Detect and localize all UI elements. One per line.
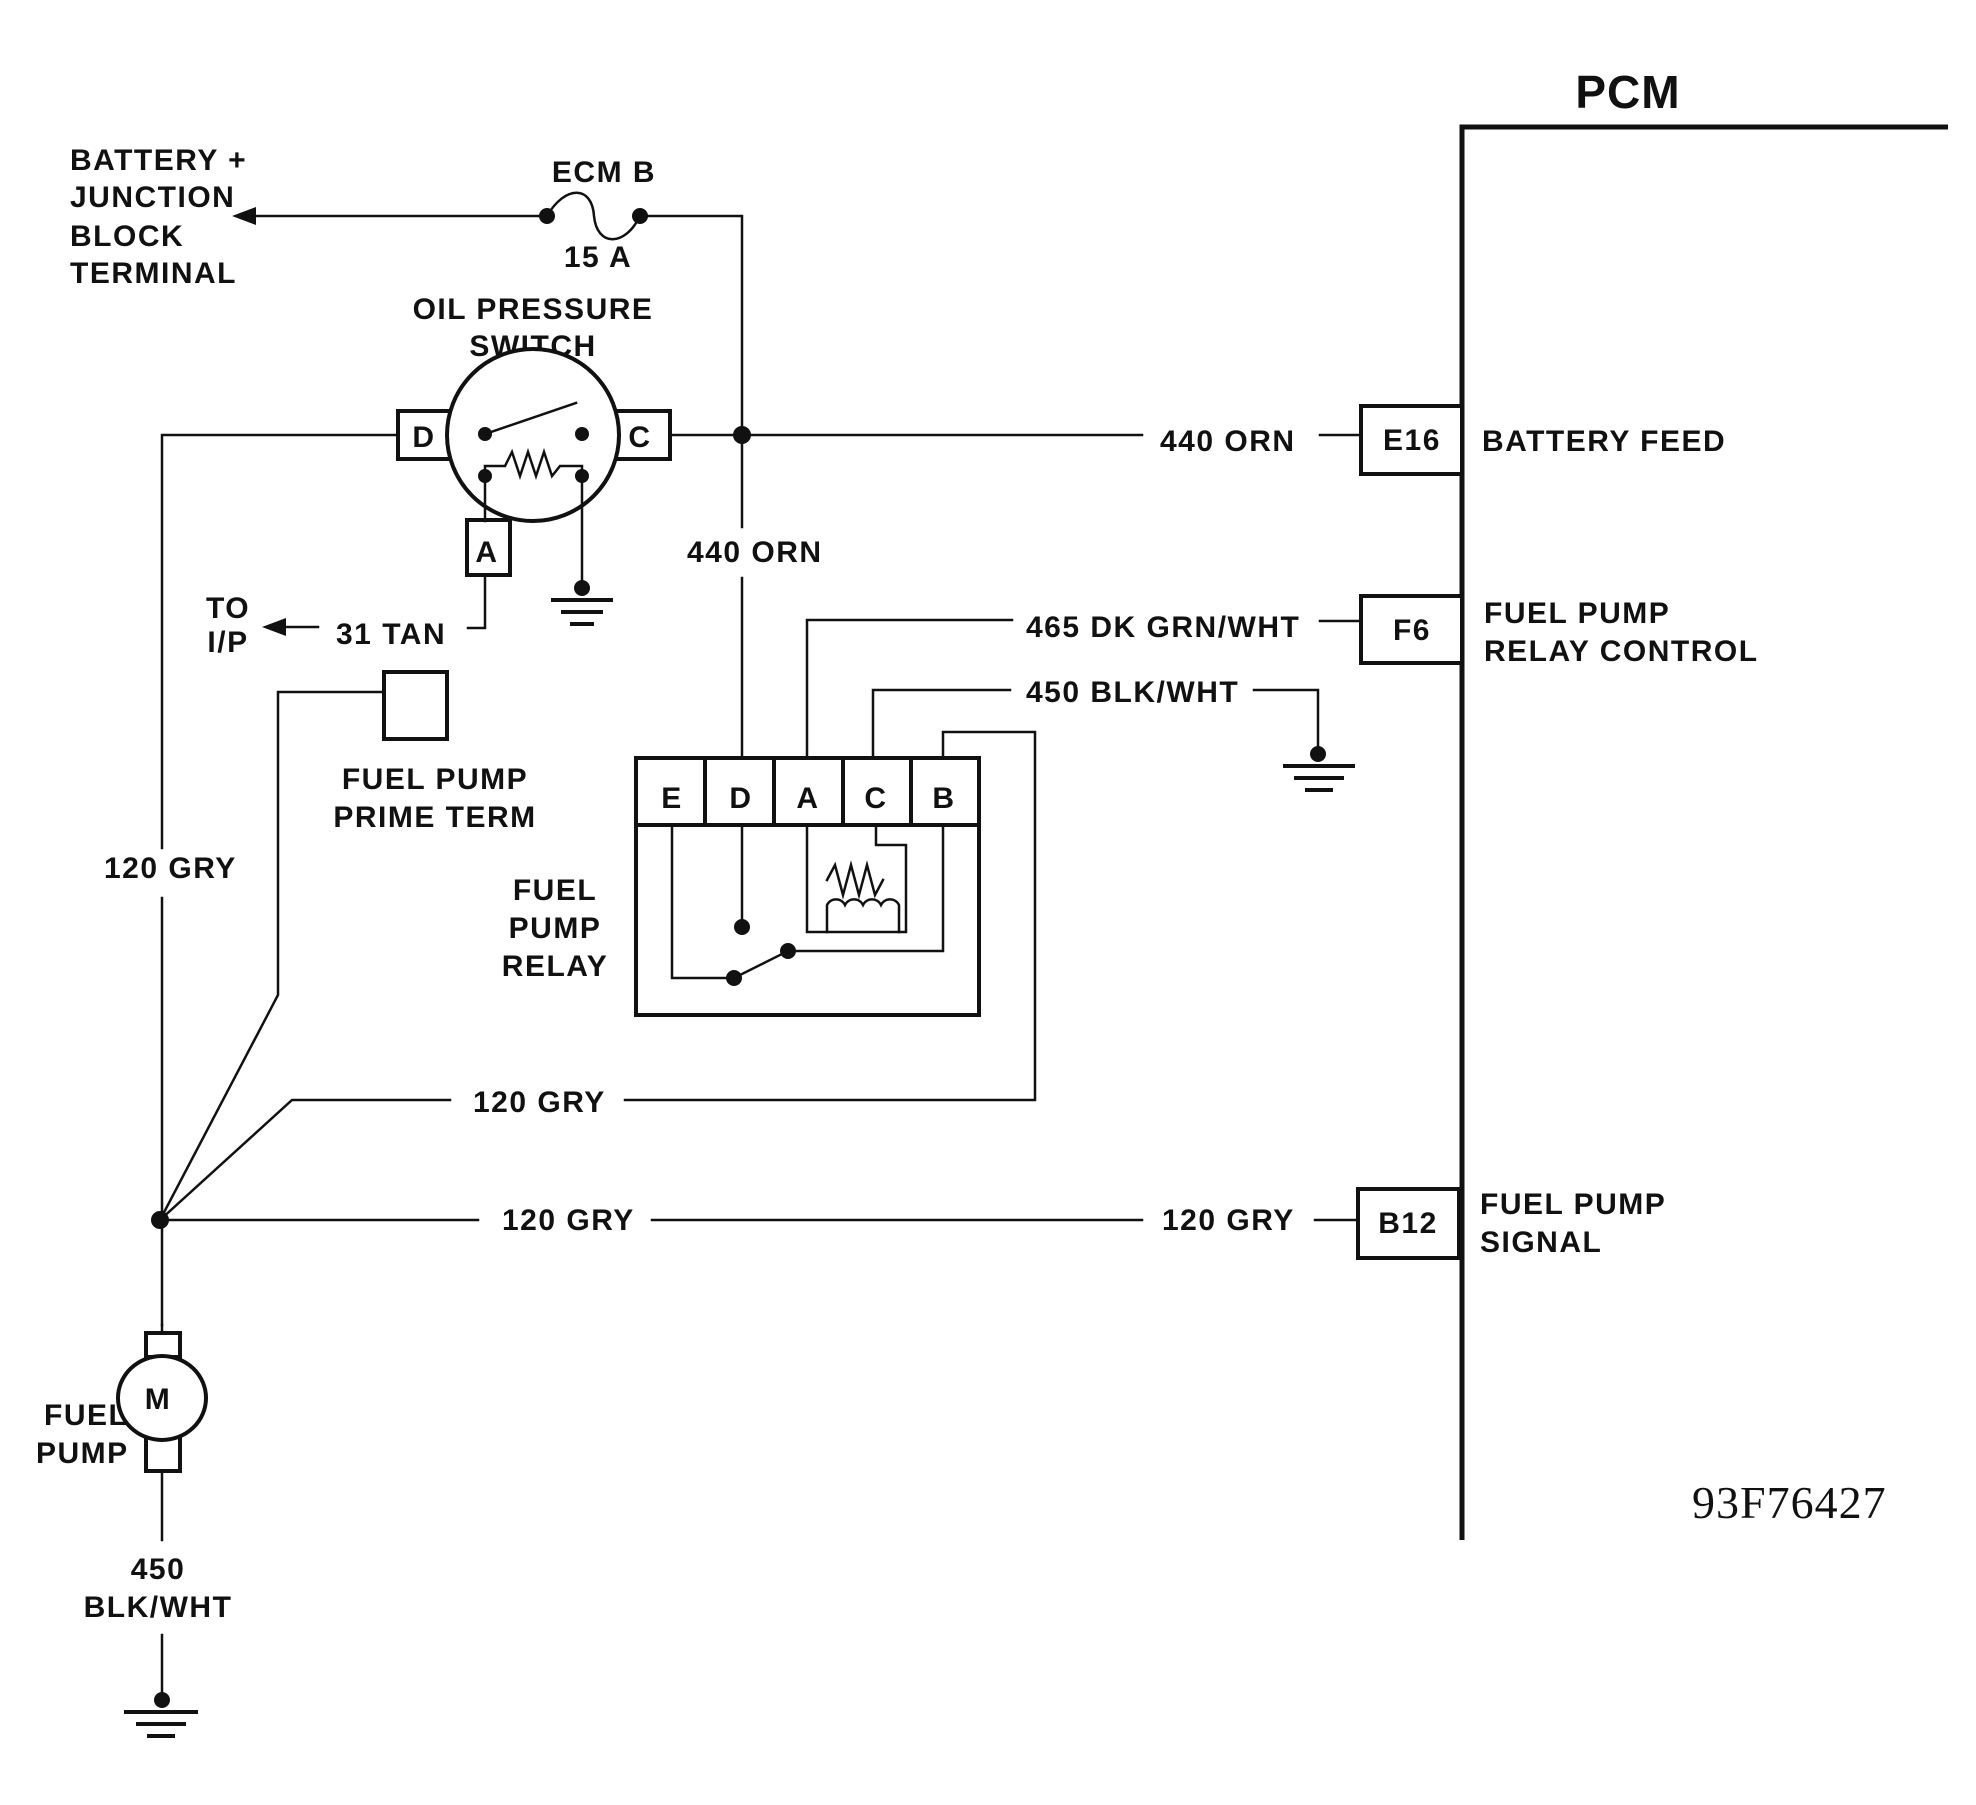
pcm-pin-e16: E16	[1383, 424, 1441, 457]
oil-switch-title-1: OIL PRESSURE	[413, 293, 654, 326]
relay-contact-d	[734, 919, 750, 935]
gry-wire-label-relay: 120 GRY	[473, 1086, 606, 1119]
pcm-pin-e16-box	[1359, 404, 1464, 476]
relay-label-1: FUEL	[513, 874, 597, 907]
pcm-pin-b12: B12	[1378, 1207, 1438, 1240]
oil-switch-blade	[483, 401, 578, 436]
pcm-pin-b12-box	[1356, 1187, 1461, 1260]
relay-output-wire	[623, 730, 1037, 1102]
oil-switch-resistor-icon	[483, 448, 584, 480]
battery-arrow-icon	[232, 207, 256, 225]
fuel-pump-prime-terminal: FUEL PUMP PRIME TERM	[158, 670, 536, 1222]
battery-label-line2: JUNCTION	[70, 181, 235, 214]
dkgrn-wire-label: 465 DK GRN/WHT	[1026, 611, 1300, 644]
pcm-module: PCM E16 BATTERY FEED F6 FUEL PUMP RELAY …	[1356, 66, 1948, 1540]
prime-term-label-2: PRIME TERM	[333, 801, 536, 834]
relay-internal-e	[670, 823, 736, 980]
relay-pin-b: B	[932, 782, 955, 815]
relay-label-3: RELAY	[502, 950, 608, 983]
motor-symbol-icon: M	[145, 1383, 172, 1416]
oil-switch-terminal-a: A	[475, 536, 498, 569]
pcm-title: PCM	[1575, 66, 1680, 118]
relay-ground-wire-label: 450 BLK/WHT	[1026, 676, 1239, 709]
oil-switch-contact-2	[575, 427, 589, 441]
wire-465-dk-grn-wht: 465 DK GRN/WHT	[805, 611, 1363, 760]
motor-ground-wire-color: BLK/WHT	[84, 1591, 233, 1624]
gry-wire-label-pcm: 120 GRY	[1162, 1204, 1295, 1237]
relay-switch-blade	[732, 949, 790, 980]
relay-label-2: PUMP	[509, 912, 602, 945]
orn-wire-label-h: 440 ORN	[1160, 425, 1296, 458]
relay-pin-a: A	[796, 782, 819, 815]
prime-term-wire	[158, 690, 386, 1222]
fuel-pump-motor: FUEL PUMP M 450 BLK/WHT	[36, 1323, 233, 1738]
motor-label-1: FUEL	[44, 1399, 128, 1432]
pcm-pin-f6-box	[1359, 594, 1464, 665]
dkgrn-wire-left	[805, 618, 1014, 760]
relay-coil-resistor-icon	[825, 860, 885, 900]
prime-term-label-1: FUEL PUMP	[342, 763, 528, 796]
oil-switch-terminal-d: D	[412, 421, 435, 454]
relay-pin-e: E	[661, 782, 683, 815]
fuel-pump-relay: FUEL PUMP RELAY E D A C B	[502, 756, 981, 1017]
wire-120-gry: 120 GRY 120 GRY 120 GRY 120 GRY	[104, 433, 1360, 1327]
tan-wire-stub	[466, 573, 487, 630]
gry-splice-node	[151, 1211, 169, 1229]
tan-wire-label: 31 TAN	[336, 618, 446, 651]
to-ip-arrow-icon	[262, 618, 286, 636]
pcm-boundary	[1459, 124, 1948, 1540]
battery-label-line3: BLOCK	[70, 220, 184, 253]
pcm-pin-f6: F6	[1393, 614, 1431, 647]
oil-pressure-switch: OIL PRESSURE SWITCH D C A	[396, 293, 672, 626]
relay-pin-d: D	[729, 782, 752, 815]
oil-switch-terminal-c-box	[610, 409, 672, 461]
battery-label-line4: TERMINAL	[70, 257, 237, 290]
fuse-name: ECM B	[552, 156, 656, 189]
to-ip-label-2: I/P	[207, 626, 248, 659]
fuse-output-wire	[638, 214, 744, 437]
motor-ground-node	[154, 1692, 170, 1708]
battery-junction-block: BATTERY + JUNCTION BLOCK TERMINAL	[70, 144, 547, 290]
pcm-pin-signal-label-1: FUEL PUMP	[1480, 1188, 1666, 1221]
prime-term-box	[382, 670, 449, 741]
relay-coil-frame	[805, 823, 908, 934]
fuse-rating: 15 A	[564, 241, 632, 274]
motor-ground-wire-number: 450	[131, 1553, 186, 1586]
motor-top-terminal	[144, 1331, 182, 1359]
relay-pin-c: C	[864, 782, 887, 815]
motor-label-2: PUMP	[36, 1437, 129, 1470]
pcm-pin-battery-feed-label: BATTERY FEED	[1482, 425, 1726, 458]
pcm-pin-relay-control-label-2: RELAY CONTROL	[1484, 635, 1759, 668]
wire-31-tan: 31 TAN TO I/P	[206, 573, 487, 659]
oil-switch-ground-node	[574, 580, 590, 596]
pcm-pin-relay-control-label-1: FUEL PUMP	[1484, 597, 1670, 630]
gry-wire-relay-branch	[158, 1098, 452, 1222]
fuse-ecm-b: ECM B 15 A	[539, 156, 744, 437]
wire-450-blk-wht-relay: 450 BLK/WHT	[871, 676, 1355, 792]
figure-code: 93F76427	[1692, 1477, 1887, 1528]
oil-switch-terminal-a-box	[465, 518, 512, 577]
to-ip-label-1: TO	[206, 592, 250, 625]
oil-switch-body	[445, 347, 621, 523]
orn-wire-label-v: 440 ORN	[687, 536, 823, 569]
relay-ground-wire-left	[871, 688, 1012, 760]
wire-440-orn: 440 ORN 440 ORN	[668, 425, 1363, 760]
motor-body	[116, 1354, 208, 1442]
battery-label-line1: BATTERY +	[70, 144, 247, 177]
relay-internal-b	[786, 823, 945, 953]
relay-ground-node	[1310, 746, 1326, 762]
gry-wire-label-bottom: 120 GRY	[502, 1204, 635, 1237]
relay-coil-winding-icon	[825, 898, 901, 934]
fuse-link-icon	[545, 191, 642, 241]
gry-wire-label-left: 120 GRY	[104, 852, 237, 885]
pcm-pin-signal-label-2: SIGNAL	[1480, 1226, 1602, 1259]
relay-ground-wire-right	[1252, 688, 1320, 754]
gry-wire-left-upper	[160, 433, 400, 850]
oil-switch-terminal-c: C	[628, 421, 651, 454]
